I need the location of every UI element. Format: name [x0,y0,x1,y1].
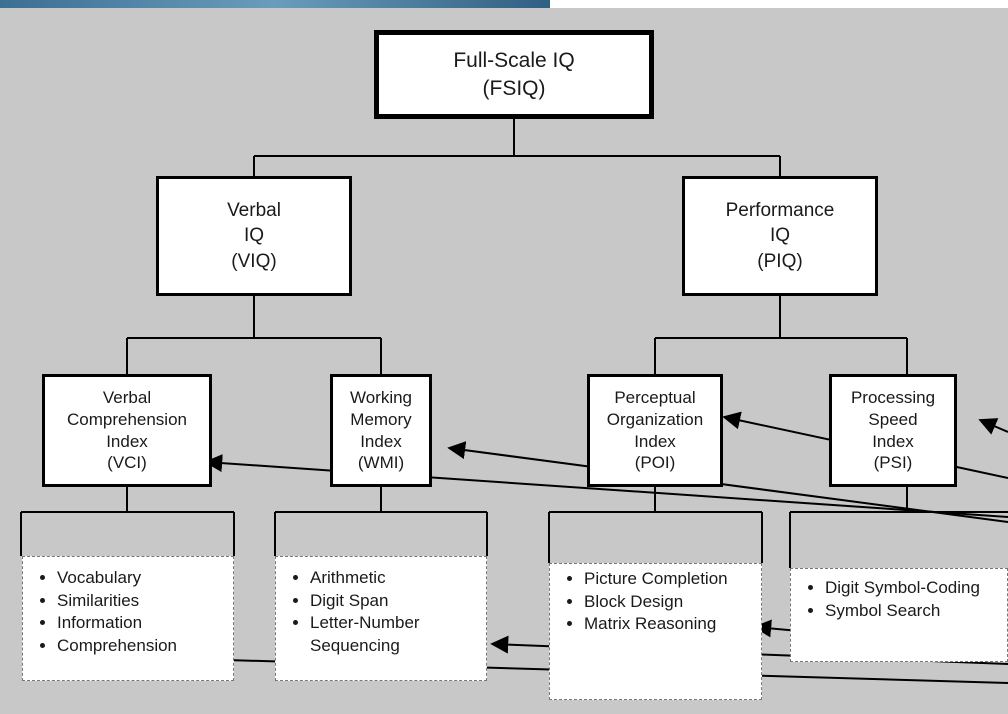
tree-connector-viq [126,296,382,376]
list-item: Symbol Search [825,600,1001,623]
fsiq-node: Full-Scale IQ (FSIQ) [374,30,654,119]
list-item: Matrix Reasoning [584,613,755,636]
vci-subtest-list: Vocabulary Similarities Information Comp… [22,556,234,681]
tree-connector-psi [789,487,1008,568]
list-item: Letter-Number Sequencing [310,612,480,657]
list-item: Information [57,612,227,635]
list-item: Vocabulary [57,567,227,590]
viq-node: Verbal IQ (VIQ) [156,176,352,296]
poi-subtest-list: Picture Completion Block Design Matrix R… [549,563,762,700]
list-item: Digit Symbol-Coding [825,577,1001,600]
list-item: Similarities [57,590,227,613]
tree-connector-wmi [274,487,488,556]
list-item: Digit Span [310,590,480,613]
header-strip [550,0,1008,8]
poi-node: Perceptual Organization Index (POI) [587,374,723,487]
tree-connector-fsiq [253,119,781,176]
list-item: Picture Completion [584,568,755,591]
tree-connector-piq [654,296,908,376]
list-item: Arithmetic [310,567,480,590]
psi-subtest-list: Digit Symbol-Coding Symbol Search [790,568,1008,662]
vci-node: Verbal Comprehension Index (VCI) [42,374,212,487]
tree-connector-vci [20,487,235,556]
list-item: Comprehension [57,635,227,658]
header-banner [0,0,550,8]
wmi-subtest-list: Arithmetic Digit Span Letter-Number Sequ… [275,556,487,681]
arrow-to-psi [978,418,1008,435]
list-item: Block Design [584,591,755,614]
psi-node: Processing Speed Index (PSI) [829,374,957,487]
tree-connector-poi [548,487,763,563]
wmi-node: Working Memory Index (WMI) [330,374,432,487]
piq-node: Performance IQ (PIQ) [682,176,878,296]
